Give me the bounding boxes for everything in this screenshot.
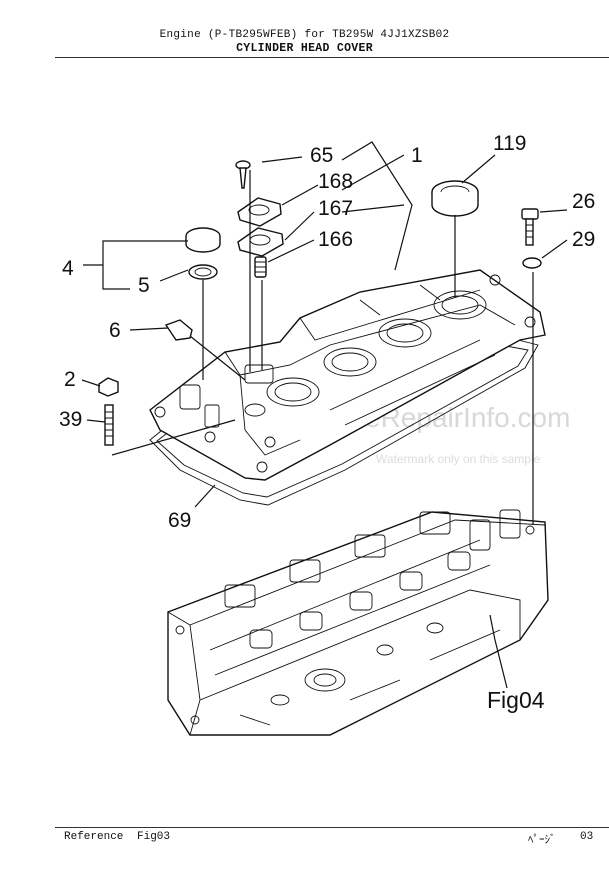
part-4-oil-cap <box>185 227 221 253</box>
callout-29: 29 <box>572 228 595 251</box>
part-166-spring <box>254 256 267 278</box>
callout-119: 119 <box>493 132 526 155</box>
callout-166: 166 <box>318 228 353 251</box>
callout-167: 167 <box>318 197 353 220</box>
leader-lines <box>81 141 568 689</box>
footer-page-label: ﾍﾟｰｼﾞ <box>528 835 556 847</box>
header-divider <box>55 57 609 58</box>
part-167-cover <box>237 227 284 257</box>
callout-5: 5 <box>138 274 150 297</box>
footer-reference-label: Reference <box>64 831 124 843</box>
callout-26: 26 <box>572 190 595 213</box>
part-6-fitting <box>164 319 193 341</box>
callout-69: 69 <box>168 509 191 532</box>
callout-2: 2 <box>64 368 76 391</box>
callout-168: 168 <box>318 170 353 193</box>
page-header-title: Engine (P-TB295WFEB) for TB295W 4JJ1XZSB… <box>159 29 450 41</box>
part-29-washer <box>522 257 542 269</box>
footer-divider <box>55 827 609 828</box>
part-168-plate <box>237 197 282 227</box>
footer-reference-value: Fig03 <box>137 831 171 843</box>
part-5-oring <box>188 264 218 280</box>
cylinder-head-drawing <box>167 509 549 736</box>
footer-page-value: 03 <box>580 831 594 843</box>
head-cover-drawing <box>149 269 546 481</box>
callout-fig04: Fig04 <box>487 687 545 713</box>
callout-65: 65 <box>310 144 333 167</box>
callout-6: 6 <box>109 319 121 342</box>
watermark-note: Watermark only on this sample <box>376 452 541 466</box>
part-65-screw <box>235 160 251 189</box>
callout-4: 4 <box>62 257 74 280</box>
part-39-stud <box>104 404 114 446</box>
part-119-seal <box>431 180 479 217</box>
page-header-subtitle: CYLINDER HEAD COVER <box>236 42 373 55</box>
part-26-bolt <box>521 208 539 246</box>
callout-39: 39 <box>59 408 82 431</box>
callout-1: 1 <box>411 144 423 167</box>
part-2-nut <box>98 377 119 397</box>
